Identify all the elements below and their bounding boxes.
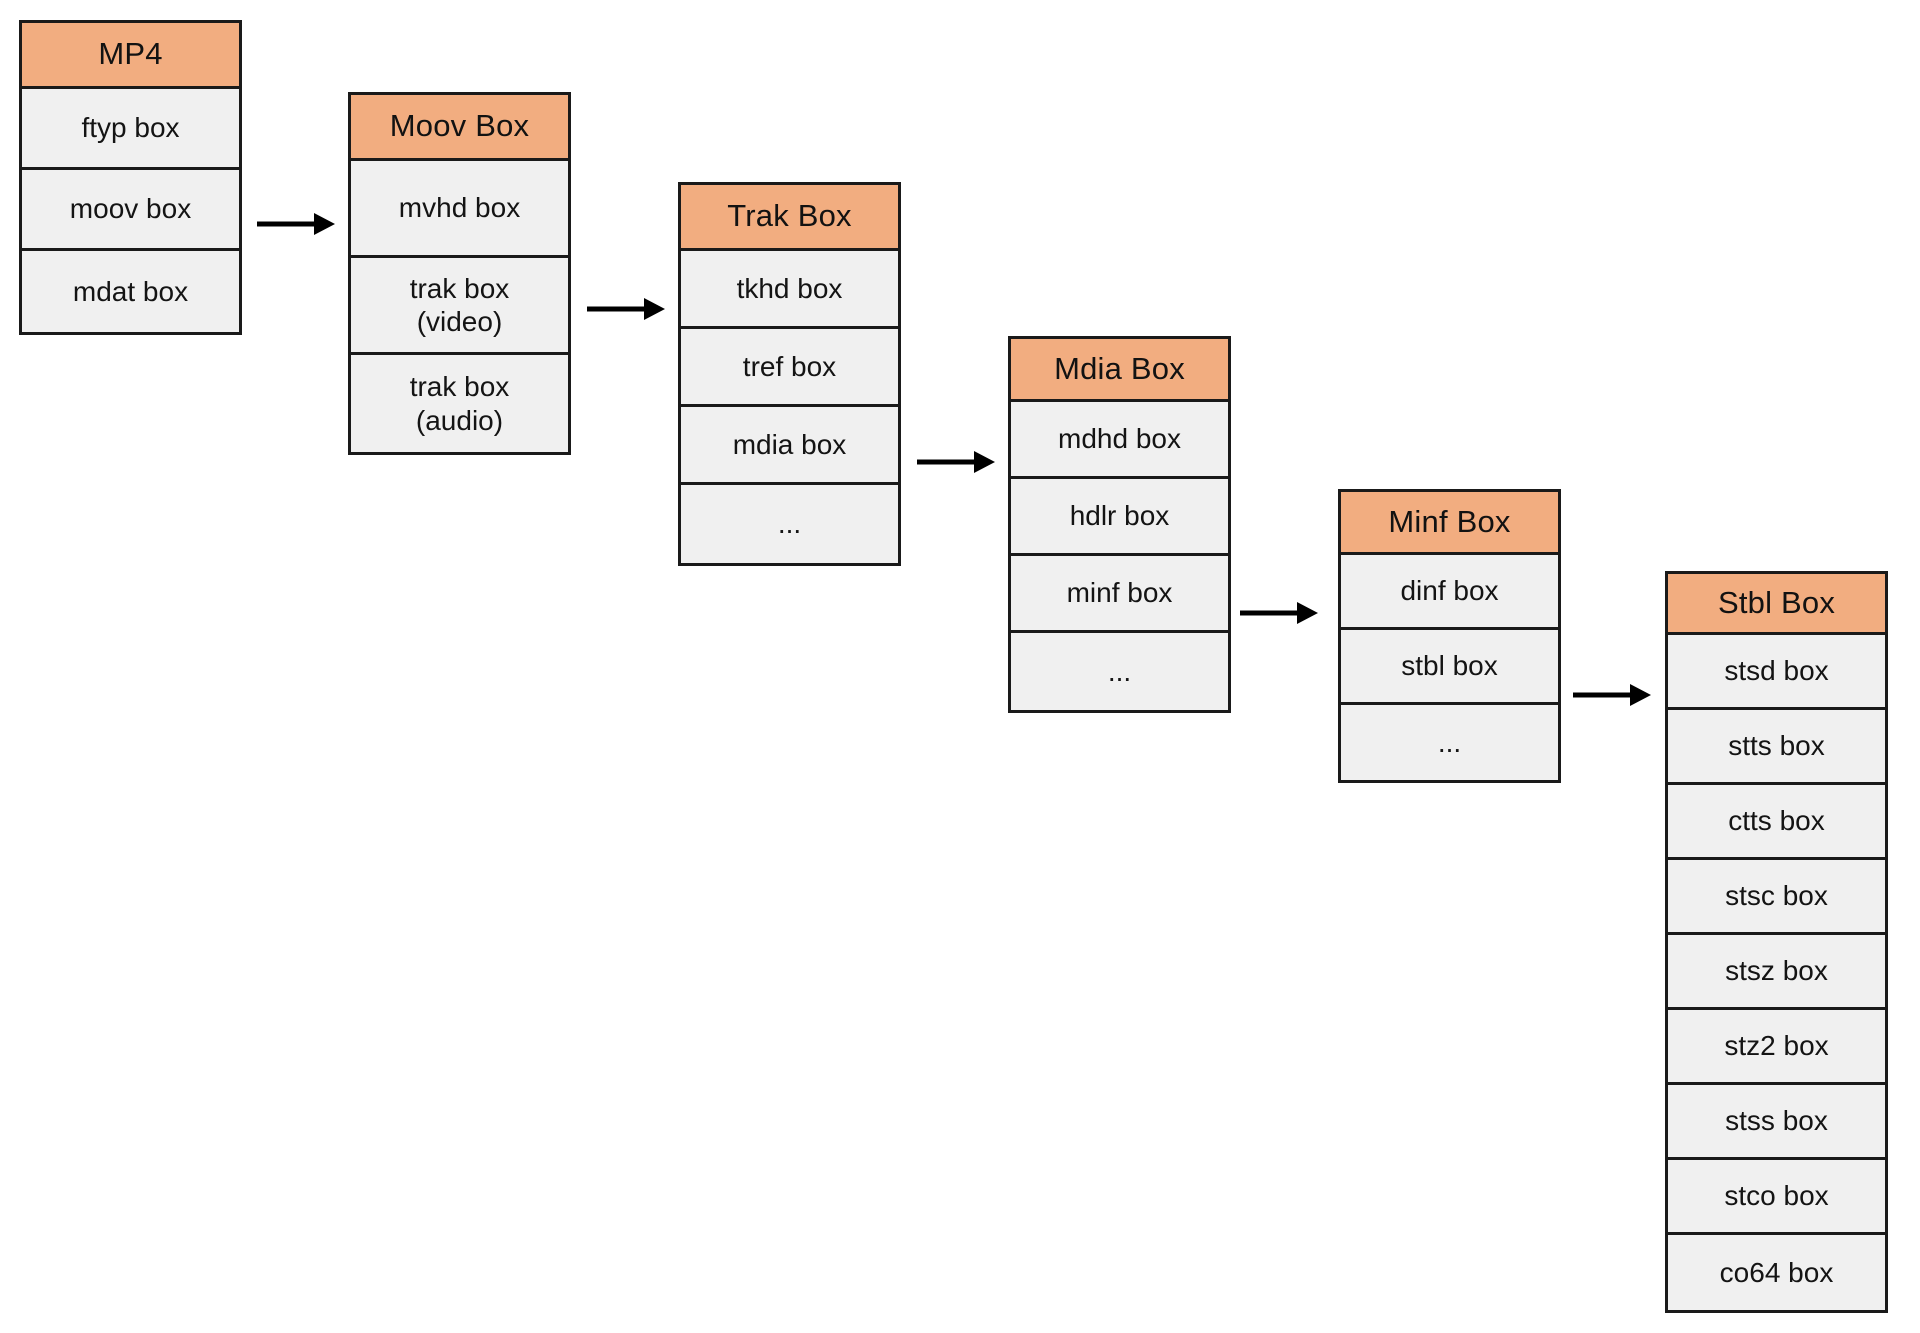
box-header-mp4: MP4 (22, 23, 239, 89)
box-row-mp4-1: moov box (22, 170, 239, 251)
box-row-mdia-2: minf box (1011, 556, 1228, 633)
box-row-moov-1: trak box (video) (351, 258, 568, 355)
box-row-stbl-8: co64 box (1668, 1235, 1885, 1310)
box-row-minf-0: dinf box (1341, 555, 1558, 630)
box-header-moov: Moov Box (351, 95, 568, 161)
box-row-trak-3: ... (681, 485, 898, 563)
arrow-icon-minf-to-stbl (1573, 683, 1651, 707)
box-row-trak-1: tref box (681, 329, 898, 407)
arrow-icon-trak-to-mdia (917, 450, 995, 474)
box-header-minf: Minf Box (1341, 492, 1558, 555)
box-row-mp4-0: ftyp box (22, 89, 239, 170)
box-row-stbl-7: stco box (1668, 1160, 1885, 1235)
box-row-mp4-2: mdat box (22, 251, 239, 332)
box-row-stbl-3: stsc box (1668, 860, 1885, 935)
box-row-mdia-0: mdhd box (1011, 402, 1228, 479)
box-row-stbl-2: ctts box (1668, 785, 1885, 860)
box-row-stbl-6: stss box (1668, 1085, 1885, 1160)
box-header-trak: Trak Box (681, 185, 898, 251)
box-row-mdia-3: ... (1011, 633, 1228, 710)
arrow-icon-mp4-to-moov (257, 212, 335, 236)
box-row-moov-0: mvhd box (351, 161, 568, 258)
arrow-icon-mdia-to-minf (1240, 601, 1318, 625)
box-row-minf-1: stbl box (1341, 630, 1558, 705)
box-row-minf-2: ... (1341, 705, 1558, 780)
box-row-stbl-1: stts box (1668, 710, 1885, 785)
box-row-stbl-0: stsd box (1668, 635, 1885, 710)
box-row-stbl-4: stsz box (1668, 935, 1885, 1010)
box-row-mdia-1: hdlr box (1011, 479, 1228, 556)
box-row-moov-2: trak box (audio) (351, 355, 568, 452)
box-header-mdia: Mdia Box (1011, 339, 1228, 402)
box-header-stbl: Stbl Box (1668, 574, 1885, 635)
box-row-trak-2: mdia box (681, 407, 898, 485)
box-row-trak-0: tkhd box (681, 251, 898, 329)
arrow-icon-moov-to-trak (587, 297, 665, 321)
box-row-stbl-5: stz2 box (1668, 1010, 1885, 1085)
